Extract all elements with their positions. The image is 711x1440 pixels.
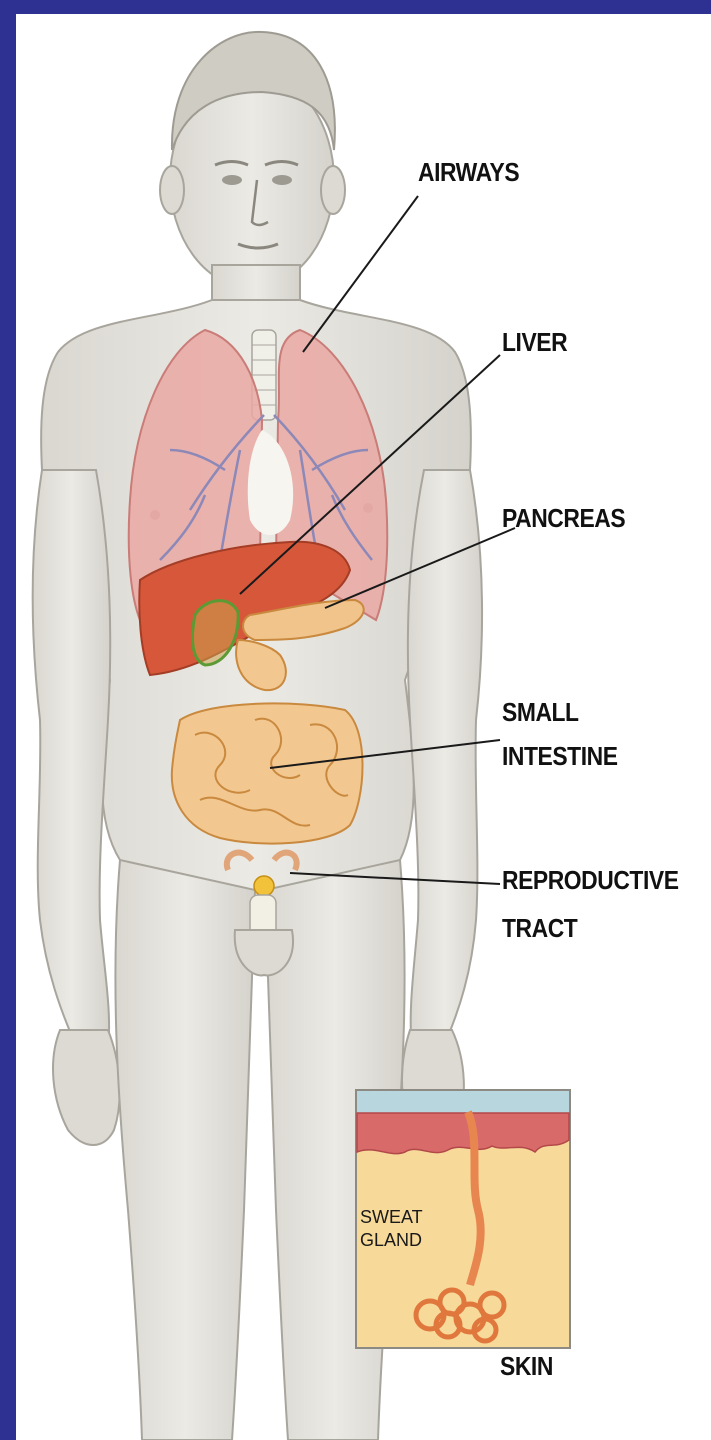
- inset-dermis: [357, 1113, 569, 1154]
- label-airways: AIRWAYS: [418, 150, 519, 194]
- left-hand: [53, 1030, 120, 1145]
- left-ear: [160, 166, 184, 214]
- label-small-intestine-line1: SMALL: [502, 690, 579, 734]
- right-eye: [272, 175, 292, 185]
- small-intestine: [172, 703, 363, 843]
- left-eye: [222, 175, 242, 185]
- left-leg: [115, 860, 255, 1440]
- right-ear: [321, 166, 345, 214]
- label-pancreas: PANCREAS: [502, 496, 625, 540]
- label-sweat: SWEAT: [360, 1206, 423, 1228]
- inset-epidermis-surface: [357, 1091, 569, 1113]
- label-liver: LIVER: [502, 320, 567, 364]
- label-small-intestine-line2: INTESTINE: [502, 734, 618, 778]
- left-arm: [33, 470, 110, 1050]
- label-skin: SKIN: [500, 1344, 553, 1388]
- label-reproductive-line1: REPRODUCTIVE: [502, 858, 679, 902]
- label-gland: GLAND: [360, 1229, 422, 1251]
- label-reproductive-line2: TRACT: [502, 906, 577, 950]
